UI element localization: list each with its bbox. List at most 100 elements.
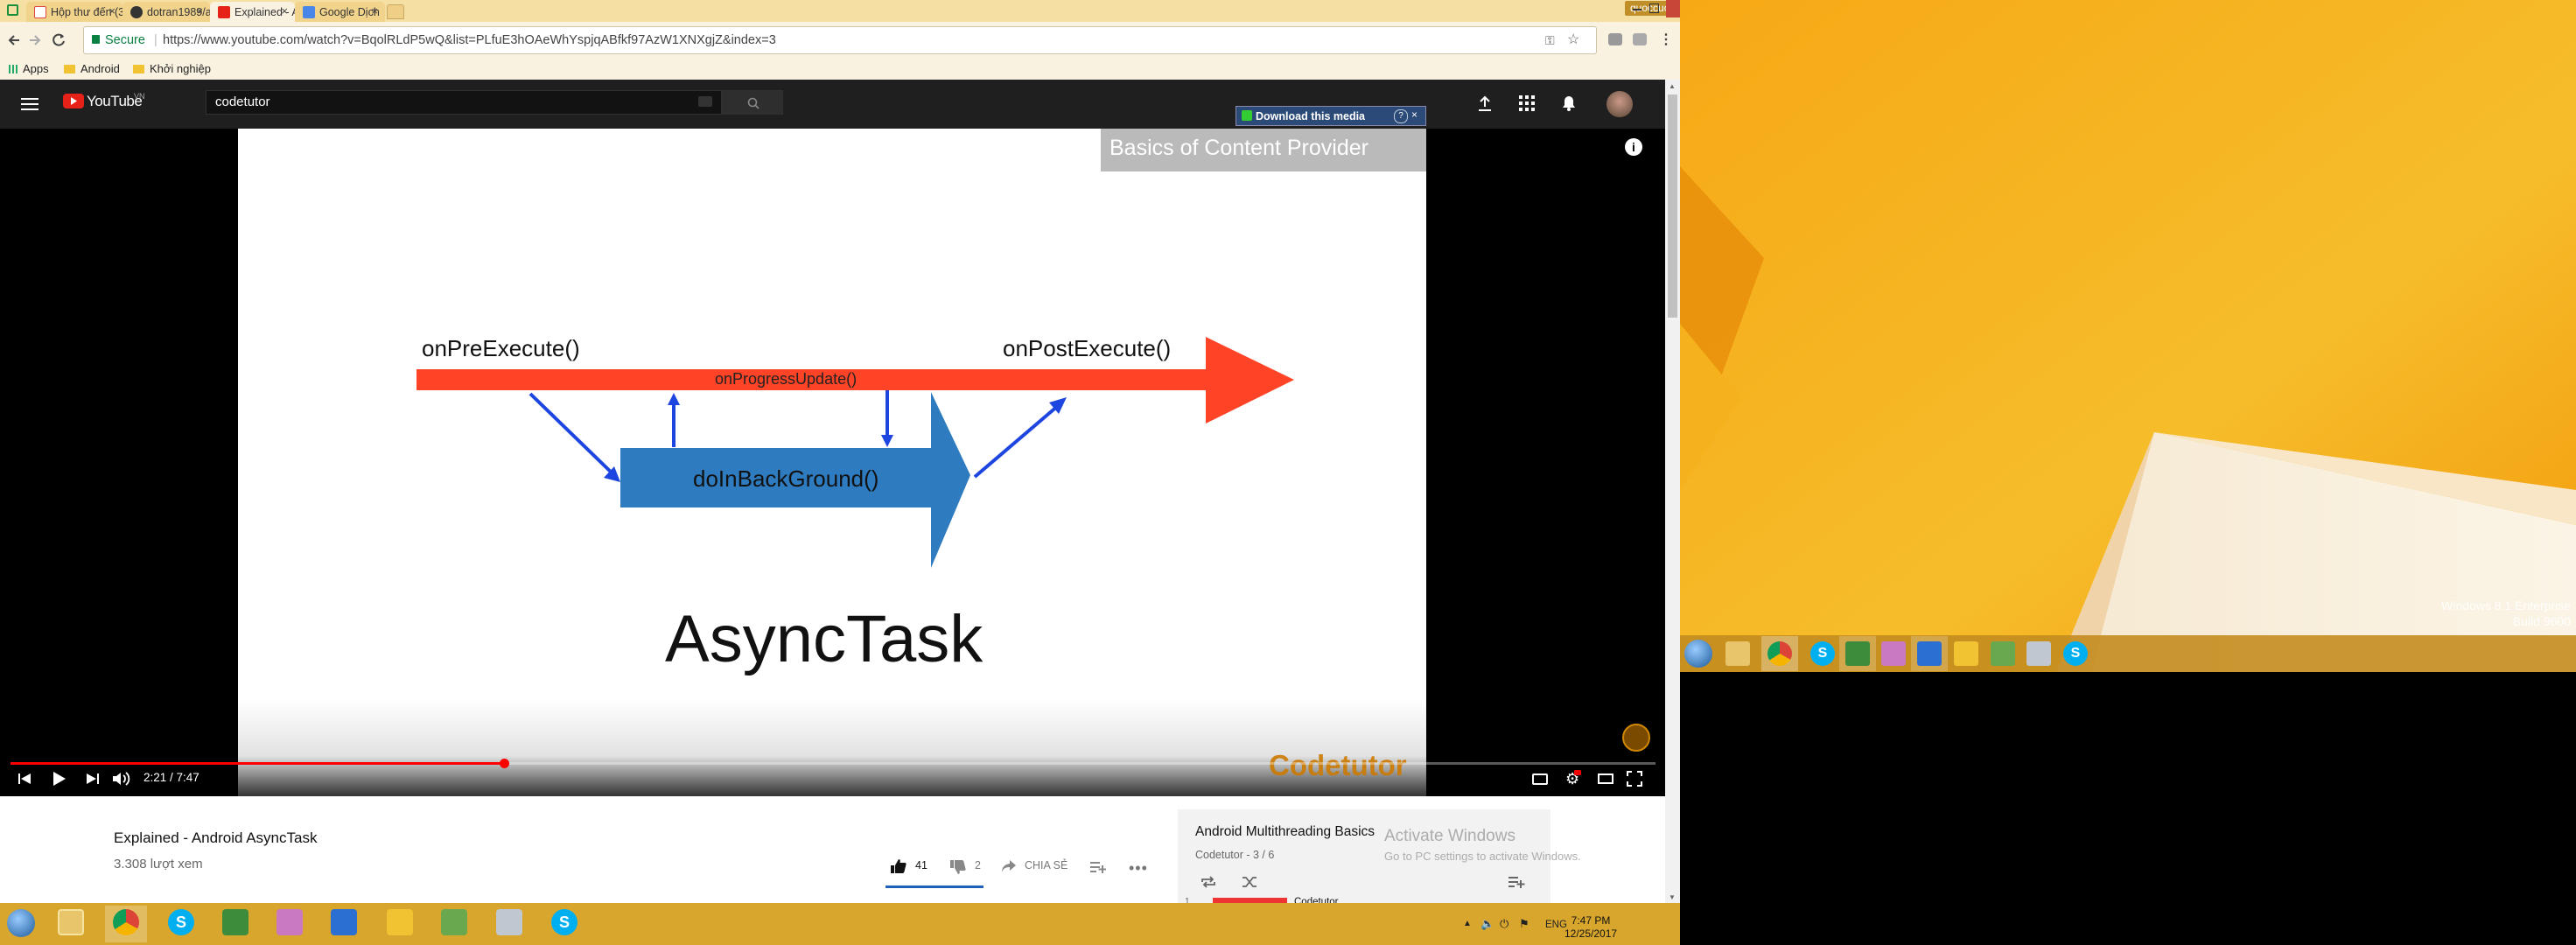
close-icon[interactable]: × bbox=[1411, 108, 1418, 121]
search-button[interactable] bbox=[722, 90, 783, 115]
bookmark-khoi-nghiep[interactable]: Khởi nghiệp bbox=[133, 62, 211, 76]
image-viewer-icon[interactable] bbox=[1845, 641, 1870, 666]
extension-icon[interactable] bbox=[1633, 33, 1647, 46]
close-icon[interactable]: × bbox=[281, 4, 288, 18]
slide-heading: AsyncTask bbox=[665, 602, 984, 676]
skype-icon[interactable]: S bbox=[551, 909, 578, 935]
paint-icon[interactable] bbox=[2026, 641, 2051, 666]
share-label[interactable]: CHIA SẺ bbox=[1025, 859, 1068, 872]
minimize-button[interactable] bbox=[1633, 9, 1642, 10]
scroll-up-icon[interactable]: ▲ bbox=[1669, 82, 1676, 90]
file-explorer-icon[interactable] bbox=[1726, 641, 1750, 666]
channel-watermark[interactable]: Codetutor bbox=[1269, 749, 1407, 781]
volume-icon[interactable] bbox=[112, 771, 131, 787]
scrollbar-thumb[interactable] bbox=[1668, 94, 1677, 318]
key-icon[interactable]: ⚿ bbox=[1545, 33, 1555, 47]
keyboard-icon[interactable] bbox=[698, 96, 712, 107]
tab-youtube[interactable]: Explained - Android A × bbox=[210, 2, 295, 22]
extension-icon[interactable] bbox=[1608, 33, 1622, 46]
close-icon[interactable]: × bbox=[108, 4, 116, 18]
image-viewer-icon[interactable] bbox=[222, 909, 248, 935]
start-button-icon[interactable] bbox=[1684, 640, 1712, 668]
network-icon[interactable]: ⏻ bbox=[1500, 917, 1509, 930]
new-tab-button[interactable] bbox=[387, 4, 404, 19]
subtitles-icon[interactable] bbox=[1532, 774, 1548, 785]
paint-icon[interactable] bbox=[496, 909, 522, 935]
help-icon[interactable]: ? bbox=[1394, 109, 1408, 123]
play-icon[interactable] bbox=[51, 770, 66, 788]
app-icon[interactable] bbox=[387, 909, 413, 935]
apps-grid-icon[interactable] bbox=[1519, 95, 1535, 111]
notifications-bell-icon[interactable] bbox=[1561, 94, 1577, 112]
url-text[interactable]: https://www.youtube.com/watch?v=BqolRLdP… bbox=[163, 33, 776, 47]
address-bar[interactable]: Secure | https://www.youtube.com/watch?v… bbox=[83, 26, 1597, 54]
dislike-icon[interactable] bbox=[949, 859, 967, 875]
playlist-item-thumbnail[interactable] bbox=[1213, 898, 1287, 903]
star-icon[interactable]: ☆ bbox=[1567, 32, 1580, 47]
save-playlist-icon[interactable] bbox=[1508, 876, 1526, 888]
download-media-bar[interactable]: Download this media ? × bbox=[1236, 106, 1426, 126]
menu-icon[interactable]: ⋮ bbox=[1659, 32, 1673, 47]
info-icon[interactable]: i bbox=[1625, 138, 1642, 156]
hamburger-menu-icon[interactable] bbox=[21, 97, 38, 111]
paint-app-icon[interactable] bbox=[276, 909, 303, 935]
search-input[interactable]: codetutor bbox=[206, 90, 722, 115]
skype-icon[interactable]: S bbox=[168, 909, 194, 935]
more-actions-icon[interactable]: ••• bbox=[1129, 859, 1148, 877]
close-icon[interactable]: × bbox=[196, 4, 203, 18]
sheets-icon[interactable] bbox=[7, 4, 18, 16]
scrubber-handle[interactable] bbox=[500, 759, 509, 768]
scroll-down-icon[interactable]: ▼ bbox=[1669, 893, 1676, 901]
visual-studio-code-icon[interactable] bbox=[1917, 641, 1942, 666]
youtube-logo-text[interactable]: YouTube bbox=[87, 93, 143, 109]
bookmark-apps[interactable]: Apps bbox=[9, 62, 49, 76]
share-icon[interactable] bbox=[1001, 859, 1017, 873]
close-icon[interactable]: × bbox=[371, 4, 378, 18]
skype-icon[interactable]: S bbox=[2063, 641, 2088, 666]
like-icon[interactable] bbox=[890, 858, 907, 874]
windows-activation-watermark: Activate Windows Go to PC settings to ac… bbox=[1384, 827, 1581, 863]
visual-studio-code-icon[interactable] bbox=[331, 909, 357, 935]
language-indicator[interactable]: ENG bbox=[1545, 920, 1567, 930]
taskbar-clock[interactable]: 7:47 PM 12/25/2017 bbox=[1564, 914, 1617, 941]
tab-gmail[interactable]: Hộp thư đến (3) - cuong × bbox=[26, 2, 122, 22]
start-button-icon[interactable] bbox=[7, 909, 35, 937]
bookmark-android[interactable]: Android bbox=[64, 62, 120, 76]
download-media-label[interactable]: Download this media bbox=[1256, 110, 1366, 122]
channel-branding-icon[interactable] bbox=[1622, 724, 1650, 752]
tab-google-translate[interactable]: Google Dịch × bbox=[295, 2, 385, 22]
video-frame[interactable]: onPreExecute() onPostExecute() onProgres… bbox=[238, 129, 1426, 796]
reload-icon[interactable] bbox=[51, 32, 66, 48]
skype-icon[interactable]: S bbox=[1810, 641, 1835, 666]
back-icon[interactable] bbox=[7, 33, 21, 47]
secure-label: Secure bbox=[105, 33, 145, 47]
avatar[interactable] bbox=[1606, 91, 1633, 117]
android-studio-icon[interactable] bbox=[441, 909, 467, 935]
next-icon[interactable] bbox=[86, 772, 100, 786]
youtube-logo-icon[interactable] bbox=[63, 94, 84, 108]
app-icon[interactable] bbox=[1954, 641, 1978, 666]
youtube-icon bbox=[218, 6, 230, 18]
fullscreen-icon[interactable] bbox=[1627, 771, 1642, 787]
previous-icon[interactable] bbox=[18, 772, 32, 786]
action-center-icon[interactable]: ⚑ bbox=[1519, 917, 1530, 930]
add-to-playlist-icon[interactable] bbox=[1090, 861, 1106, 873]
chrome-icon[interactable] bbox=[1768, 641, 1792, 666]
progress-bar[interactable] bbox=[10, 762, 1656, 765]
close-window-button[interactable] bbox=[1666, 0, 1680, 18]
speaker-icon[interactable]: 🔈 bbox=[1480, 917, 1495, 930]
android-studio-icon[interactable] bbox=[1991, 641, 2015, 666]
tray-expand-icon[interactable]: ▲ bbox=[1463, 919, 1472, 928]
tab-github[interactable]: dotran1989/android_co × bbox=[122, 2, 210, 22]
loop-icon[interactable] bbox=[1200, 875, 1217, 889]
folder-icon bbox=[64, 65, 75, 74]
file-explorer-icon[interactable] bbox=[58, 909, 84, 935]
paint-app-icon[interactable] bbox=[1881, 641, 1906, 666]
chrome-icon[interactable] bbox=[113, 909, 139, 935]
playlist-title[interactable]: Android Multithreading Basics bbox=[1195, 824, 1376, 839]
upload-icon[interactable] bbox=[1477, 95, 1493, 113]
forward-icon[interactable] bbox=[28, 33, 42, 47]
theater-mode-icon[interactable] bbox=[1598, 774, 1614, 784]
shuffle-icon[interactable] bbox=[1242, 875, 1257, 889]
maximize-button[interactable] bbox=[1649, 4, 1659, 13]
